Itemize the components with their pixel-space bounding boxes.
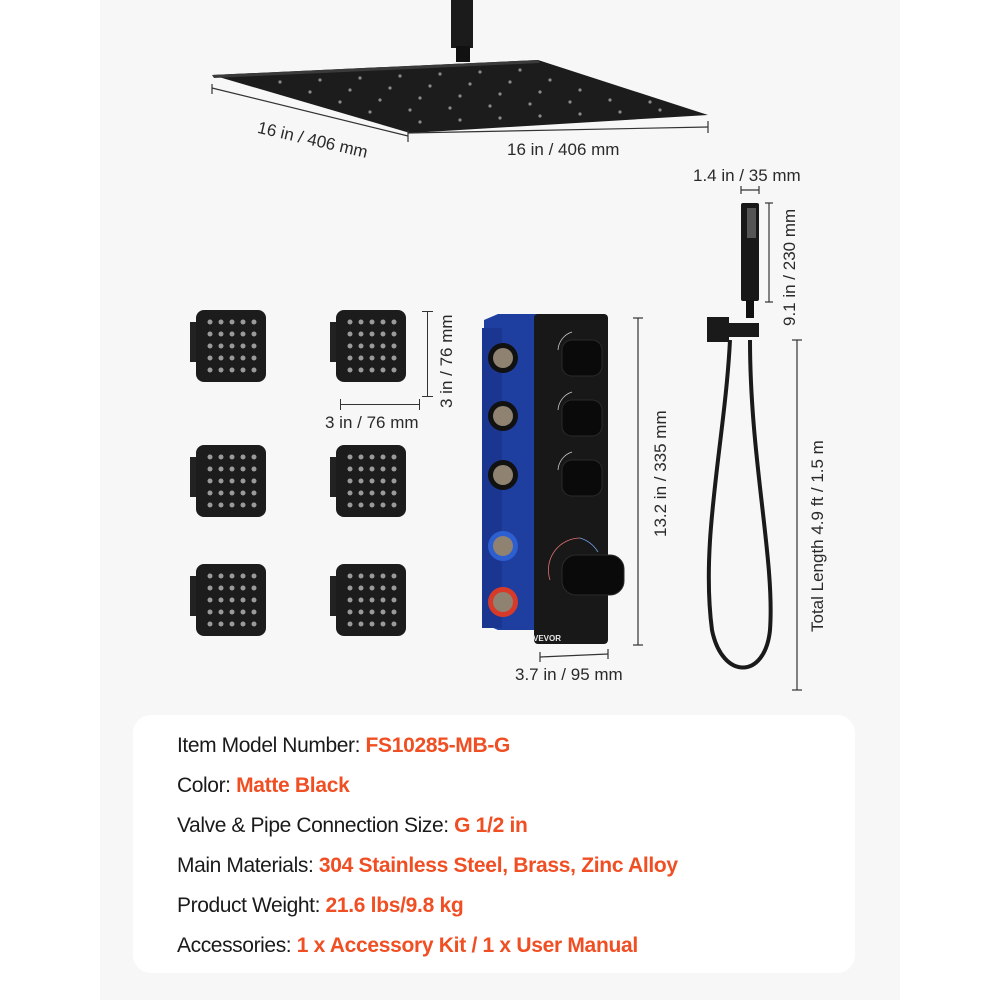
rain-shower-head-image — [211, 0, 709, 142]
spec-label: Accessories: — [177, 934, 297, 957]
spec-label: Product Weight: — [177, 894, 326, 917]
body-jet-image — [330, 445, 406, 517]
handheld-length-label: 9.1 in / 230 mm — [780, 208, 799, 326]
valve-height-label: 13.2 in / 335 mm — [651, 410, 670, 537]
thermostatic-valve-image — [482, 314, 643, 662]
jet-height-label: 3 in / 76 mm — [437, 314, 456, 408]
body-jet-image — [330, 564, 406, 636]
spec-value: FS10285-MB-G — [365, 734, 511, 757]
jet-width-label: 3 in / 76 mm — [325, 413, 419, 432]
spec-row-model: Item Model Number: FS10285-MB-G — [177, 734, 510, 758]
spec-row-materials: Main Materials: 304 Stainless Steel, Bra… — [177, 854, 678, 878]
spec-row-connection-size: Valve & Pipe Connection Size: G 1/2 in — [177, 814, 528, 838]
body-jet-image — [190, 564, 266, 636]
brand-logo: VEVOR — [533, 634, 562, 643]
jet-width-dimension-line — [340, 404, 420, 405]
spec-row-accessories: Accessories: 1 x Accessory Kit / 1 x Use… — [177, 934, 638, 958]
dimension-tick — [340, 399, 341, 410]
spec-value: G 1/2 in — [454, 814, 528, 837]
spec-card: Item Model Number: FS10285-MB-G Color: M… — [133, 715, 855, 973]
jet-height-dimension-line — [427, 311, 428, 396]
spec-row-weight: Product Weight: 21.6 lbs/9.8 kg — [177, 894, 464, 918]
body-jet-image — [190, 445, 266, 517]
hose-length-label: Total Length 4.9 ft / 1.5 m — [808, 440, 827, 632]
rain-head-width-label: 16 in / 406 mm — [507, 140, 620, 159]
body-jet-image — [330, 310, 406, 382]
dimension-tick — [419, 399, 420, 410]
spec-label: Color: — [177, 774, 237, 797]
handheld-width-label: 1.4 in / 35 mm — [693, 166, 801, 185]
valve-width-label: 3.7 in / 95 mm — [515, 665, 623, 684]
spec-value: 1 x Accessory Kit / 1 x User Manual — [296, 934, 639, 957]
spec-value: 304 Stainless Steel, Brass, Zinc Alloy — [318, 854, 678, 877]
dimension-tick — [422, 311, 433, 312]
spec-label: Item Model Number: — [177, 734, 366, 757]
dimension-tick — [422, 396, 433, 397]
spec-value: Matte Black — [236, 774, 350, 797]
spec-label: Valve & Pipe Connection Size: — [177, 814, 455, 837]
spec-label: Main Materials: — [177, 854, 319, 877]
body-jet-image — [190, 310, 266, 382]
handheld-shower-image — [706, 186, 802, 691]
spec-value: 21.6 lbs/9.8 kg — [325, 894, 464, 917]
spec-row-color: Color: Matte Black — [177, 774, 350, 798]
